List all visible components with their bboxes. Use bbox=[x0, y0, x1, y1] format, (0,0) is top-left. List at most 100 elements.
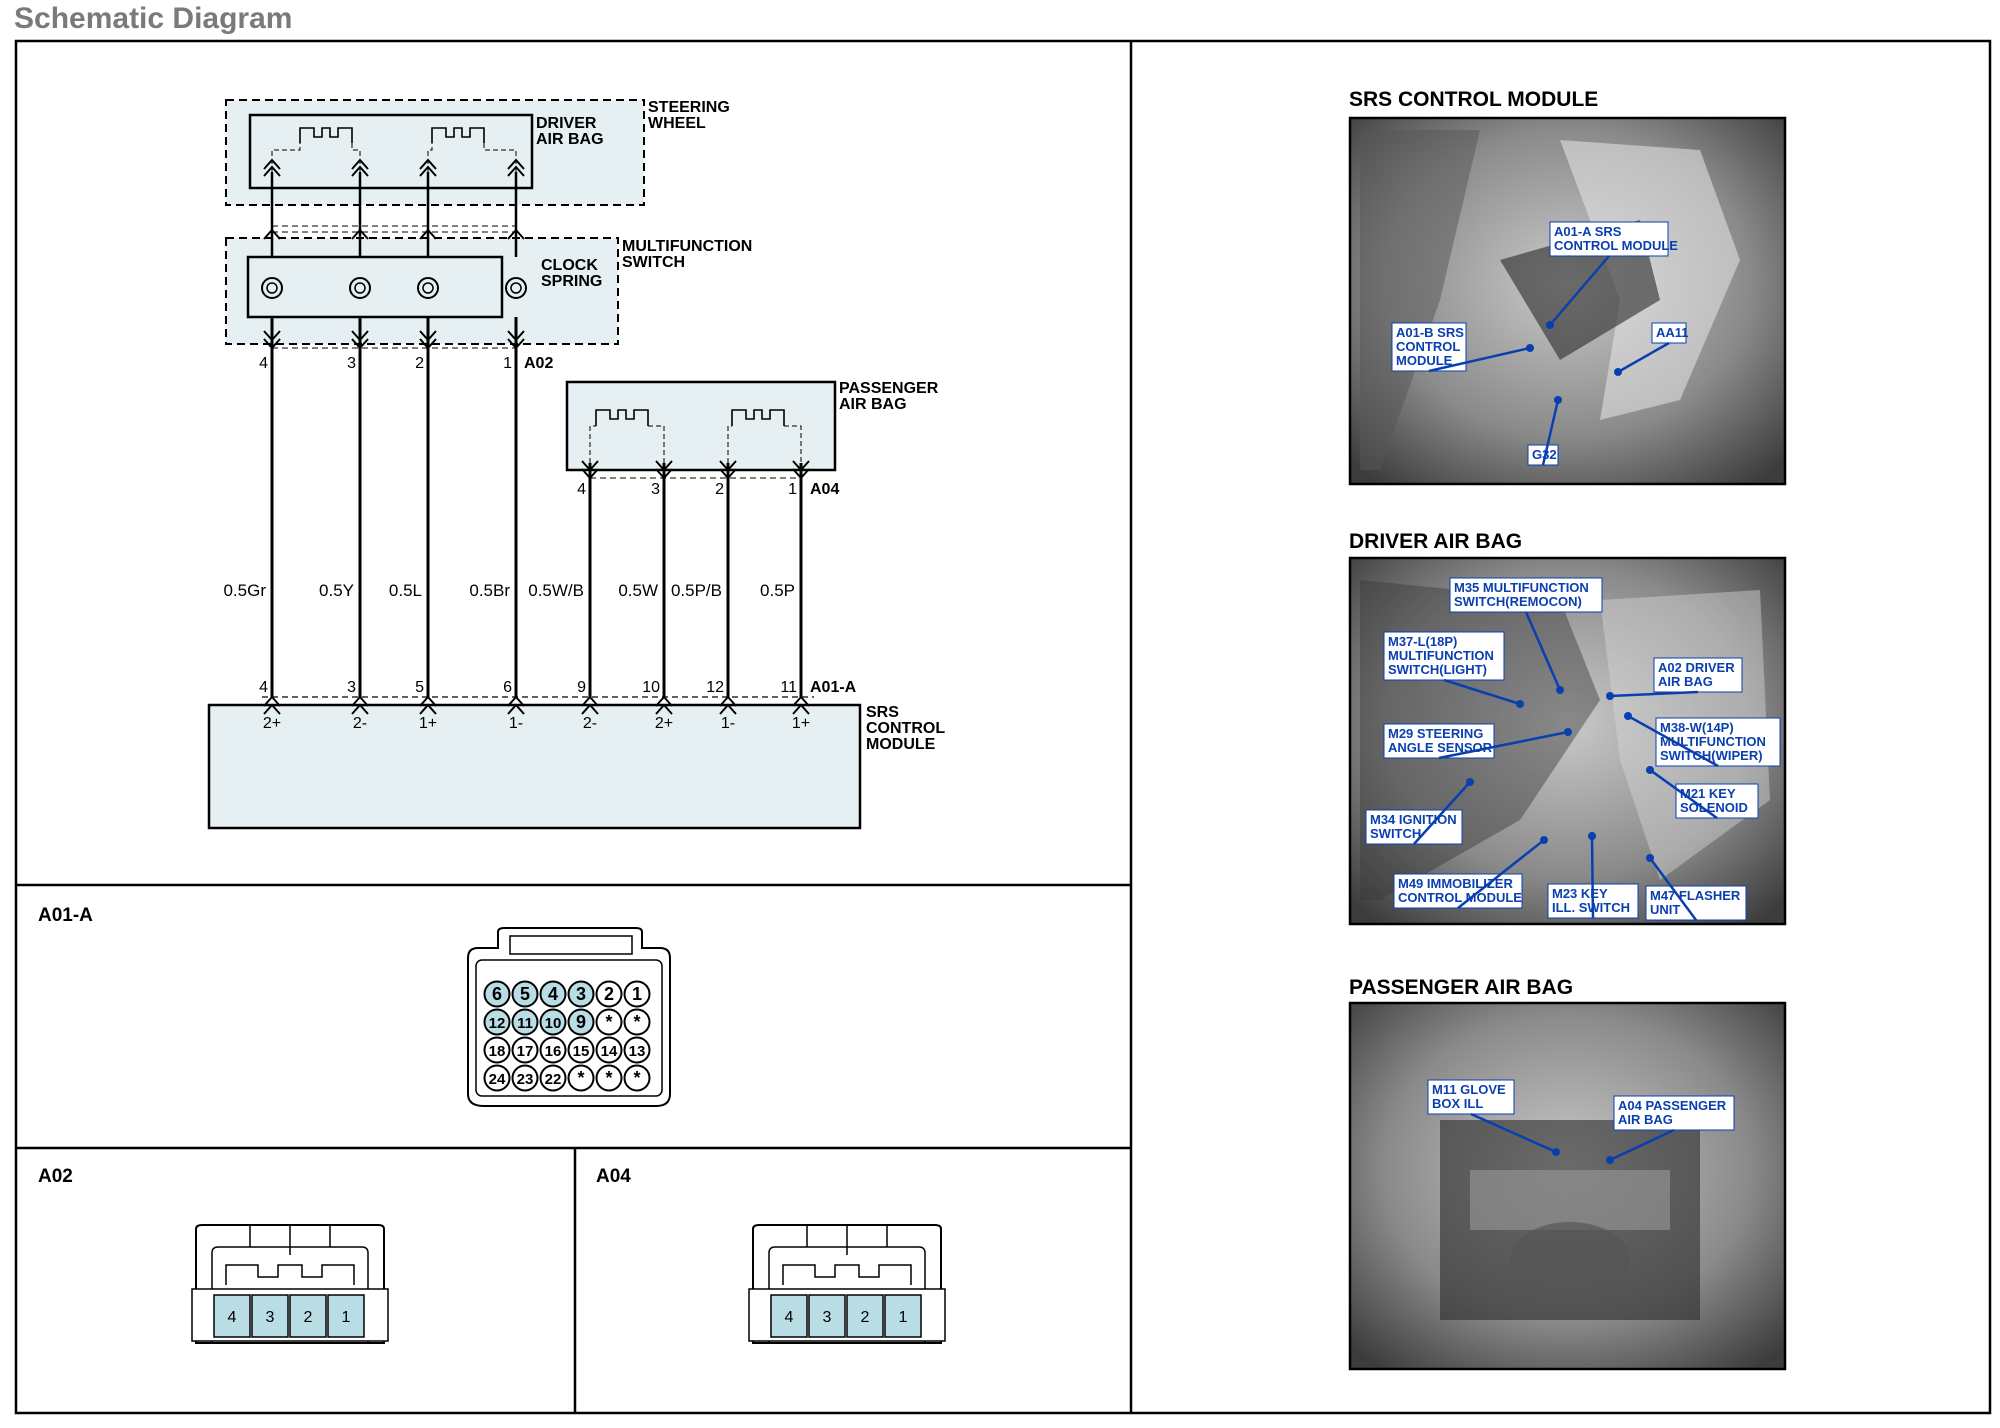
svg-text:1: 1 bbox=[632, 984, 642, 1004]
svg-text:*: * bbox=[605, 1068, 612, 1088]
a01a-pin: 11 bbox=[511, 1008, 539, 1036]
a01a-pin: 3 bbox=[567, 980, 595, 1008]
a01a-pin: 6 bbox=[483, 980, 511, 1008]
a01a-pin-label-6: 10 bbox=[642, 679, 660, 696]
a01a-pin-label-8: 11 bbox=[780, 679, 797, 696]
a02-pin-label-3: 2 bbox=[415, 355, 424, 372]
svg-text:13: 13 bbox=[629, 1043, 646, 1060]
outer-frame bbox=[14, 39, 1992, 1415]
photo-driver-title: DRIVER AIR BAG bbox=[1349, 530, 1522, 553]
a04-conn-pin: 2 bbox=[846, 1294, 884, 1338]
passenger-squib-1 bbox=[731, 409, 785, 426]
a01a-pin: 13 bbox=[623, 1036, 651, 1064]
wires: 0.5Gr2+0.5Y2-0.5L1+0.5Br1-0.5W/B2-0.5W2+… bbox=[223, 158, 810, 732]
module-terminal-8: 1+ bbox=[792, 715, 810, 732]
photo-callout: G32 bbox=[1527, 396, 1562, 466]
wire-8 bbox=[792, 460, 810, 715]
a02-conn-pin: 2 bbox=[289, 1294, 327, 1338]
a04-pin-label-4: 1 bbox=[788, 481, 797, 498]
module-terminal-1: 2+ bbox=[263, 715, 281, 732]
a01a-pin: * bbox=[595, 1008, 623, 1036]
photo-passenger-title: PASSENGER AIR BAG bbox=[1349, 976, 1573, 999]
wire-label-8: 0.5P bbox=[760, 581, 795, 600]
a02-conn-pin: 3 bbox=[251, 1294, 289, 1338]
passenger-air-bag-box bbox=[565, 380, 837, 472]
a01a-pin-label-5: 9 bbox=[577, 679, 586, 696]
svg-text:17: 17 bbox=[517, 1043, 534, 1060]
a01a-pin: 22 bbox=[539, 1064, 567, 1092]
svg-text:4: 4 bbox=[228, 1309, 237, 1326]
a01a-pin: 15 bbox=[567, 1036, 595, 1064]
wire-1 bbox=[261, 158, 283, 715]
module-terminal-4: 1- bbox=[509, 715, 523, 732]
svg-text:15: 15 bbox=[573, 1043, 590, 1060]
svg-text:*: * bbox=[633, 1068, 640, 1088]
a01a-pin: 12 bbox=[483, 1008, 511, 1036]
connector-a01a-label: A01-A bbox=[810, 679, 857, 696]
module-terminal-2: 2- bbox=[353, 715, 367, 732]
a01a-pin: 16 bbox=[539, 1036, 567, 1064]
connector-a02-label: A02 bbox=[524, 355, 553, 372]
wire-label-2: 0.5Y bbox=[319, 581, 354, 600]
a01a-pin: 10 bbox=[539, 1008, 567, 1036]
svg-text:4: 4 bbox=[548, 984, 558, 1004]
a01a-pin: 4 bbox=[539, 980, 567, 1008]
wire-label-6: 0.5W bbox=[618, 581, 658, 600]
module-terminal-5: 2- bbox=[583, 715, 597, 732]
a04-pin-label-1: 4 bbox=[577, 481, 586, 498]
a01a-latch bbox=[509, 935, 633, 955]
svg-text:1: 1 bbox=[342, 1309, 351, 1326]
svg-text:16: 16 bbox=[545, 1043, 562, 1060]
svg-text:5: 5 bbox=[520, 984, 530, 1004]
wire-5 bbox=[581, 460, 599, 715]
wire-4 bbox=[505, 158, 527, 715]
a04-conn-pin: 4 bbox=[770, 1294, 808, 1338]
srs-control-module-box bbox=[207, 703, 862, 830]
wire-6 bbox=[655, 460, 673, 715]
a01a-pin: 1 bbox=[623, 980, 651, 1008]
a01a-pin: 14 bbox=[595, 1036, 623, 1064]
svg-text:24: 24 bbox=[489, 1071, 506, 1088]
connector-a04-label: A04 bbox=[810, 481, 839, 498]
a04-conn-pin: 3 bbox=[808, 1294, 846, 1338]
svg-text:2: 2 bbox=[604, 984, 614, 1004]
svg-text:9: 9 bbox=[576, 1012, 586, 1032]
wire-7 bbox=[719, 460, 737, 715]
svg-text:*: * bbox=[605, 1012, 612, 1032]
svg-text:3: 3 bbox=[823, 1309, 832, 1326]
connector-a04-panel-label: A04 bbox=[596, 1166, 631, 1187]
wire-2 bbox=[349, 158, 371, 715]
a01a-pin-label-4: 6 bbox=[503, 679, 512, 696]
